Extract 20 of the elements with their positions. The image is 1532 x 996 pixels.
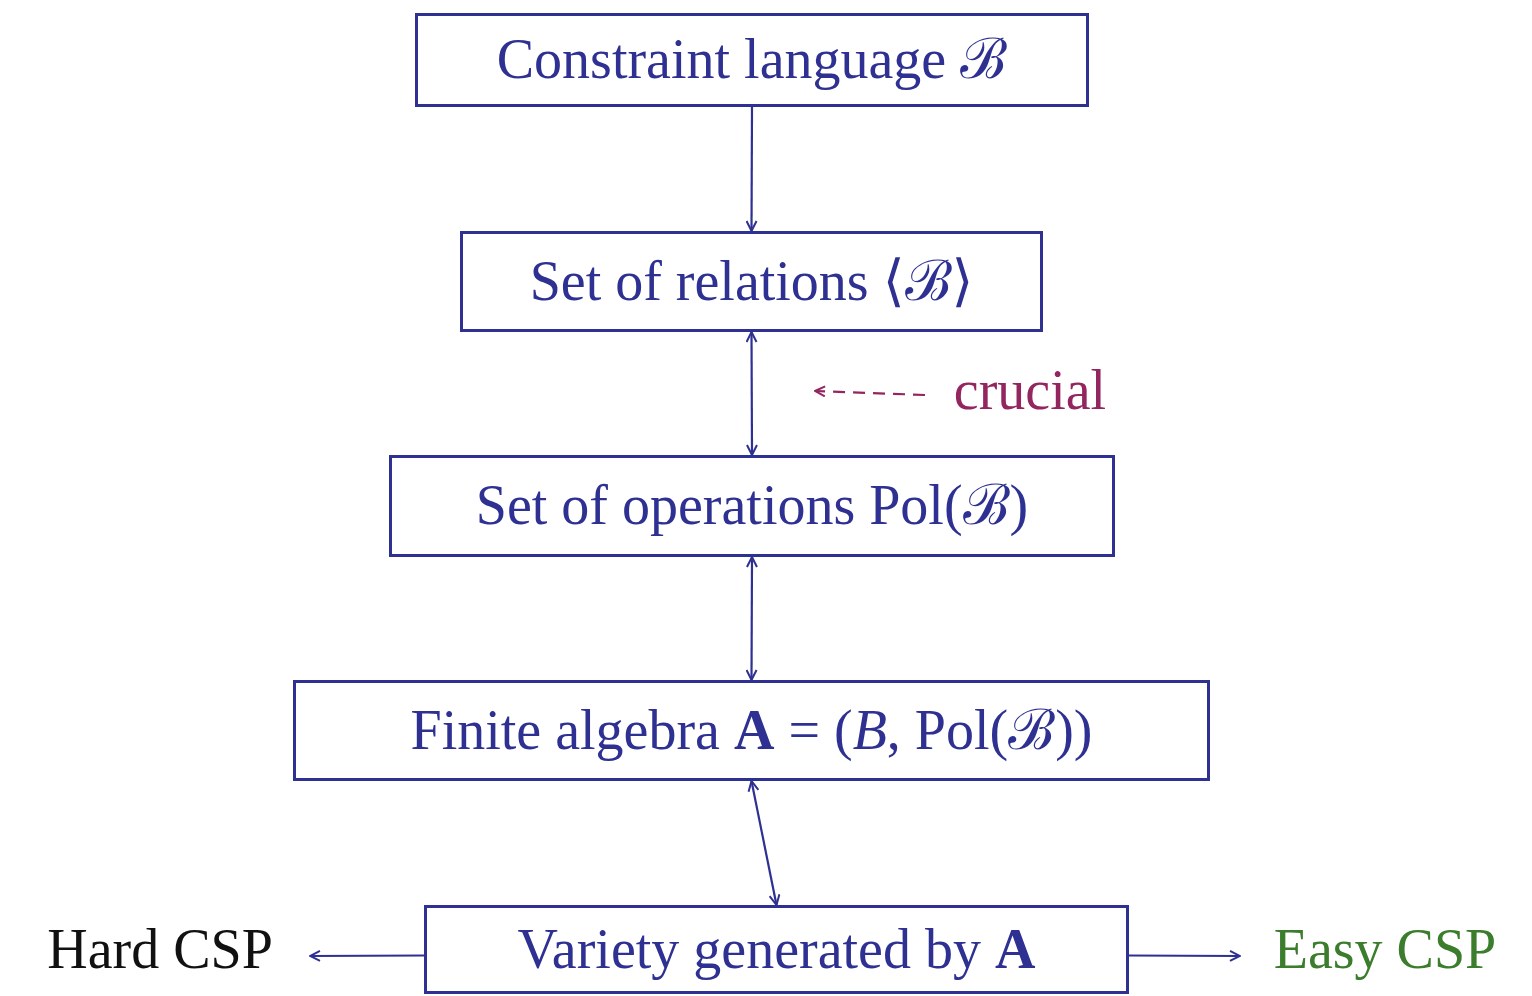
process-box: [460, 231, 1043, 332]
arrow: [745, 331, 758, 456]
box-text: Set of operations Pol(ℬ): [475, 475, 1029, 537]
process-box: [415, 13, 1089, 107]
dashed-arrow: [814, 385, 926, 398]
box-text: Variety generated by A: [517, 918, 1036, 981]
arrow: [309, 949, 424, 962]
process-box: [293, 680, 1210, 781]
process-box: [424, 905, 1129, 994]
arrow: [747, 780, 781, 906]
arrow: [745, 556, 758, 681]
box-text: crucial: [953, 360, 1107, 422]
box-text: Constraint language ℬ: [496, 29, 1008, 91]
process-box: [389, 455, 1115, 557]
box-text: Set of relations ⟨ℬ⟩: [529, 250, 974, 313]
box-text: Easy CSP: [1273, 919, 1497, 981]
arrow: [745, 107, 758, 232]
box-text: Hard CSP: [47, 919, 273, 981]
box-text: Finite algebra A = (B, Pol(ℬ)): [410, 699, 1093, 762]
arrow: [1129, 949, 1241, 962]
